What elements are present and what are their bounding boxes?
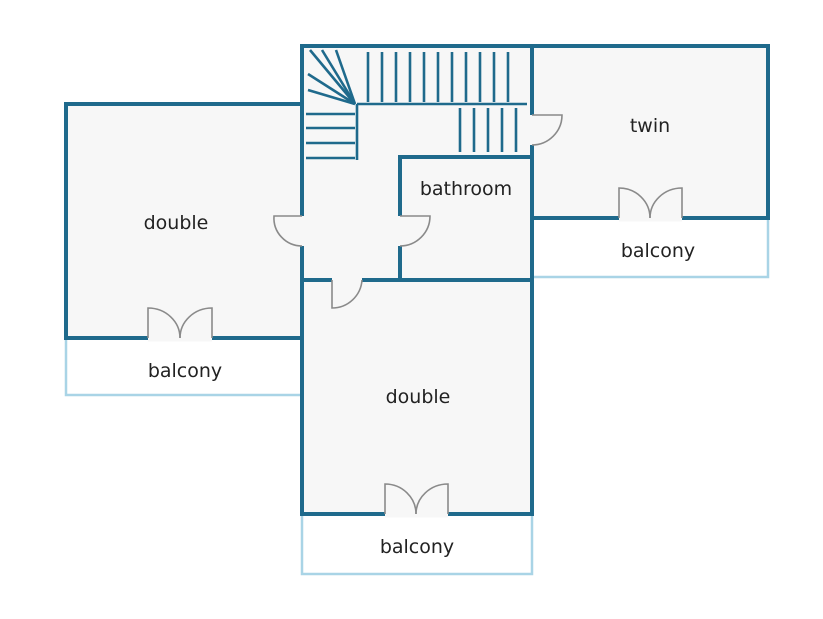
balcony-bottom: [300, 512, 534, 576]
balcony-label-bottom: balcony: [380, 536, 454, 558]
room-label-bathroom: bathroom: [420, 178, 512, 200]
room-label-twin: twin: [630, 115, 670, 137]
room-double-left-fill: [66, 104, 302, 338]
room-twin-fill: [532, 46, 768, 218]
balcony-label-left: balcony: [148, 360, 222, 382]
balcony-left: [64, 336, 304, 397]
doors: [147, 114, 683, 518]
room-label-double-left: double: [144, 212, 209, 234]
staircase: [306, 49, 527, 160]
room-double-bottom-fill: [302, 280, 532, 514]
balcony-label-right: balcony: [621, 240, 695, 262]
room-label-double-bottom: double: [386, 386, 451, 408]
